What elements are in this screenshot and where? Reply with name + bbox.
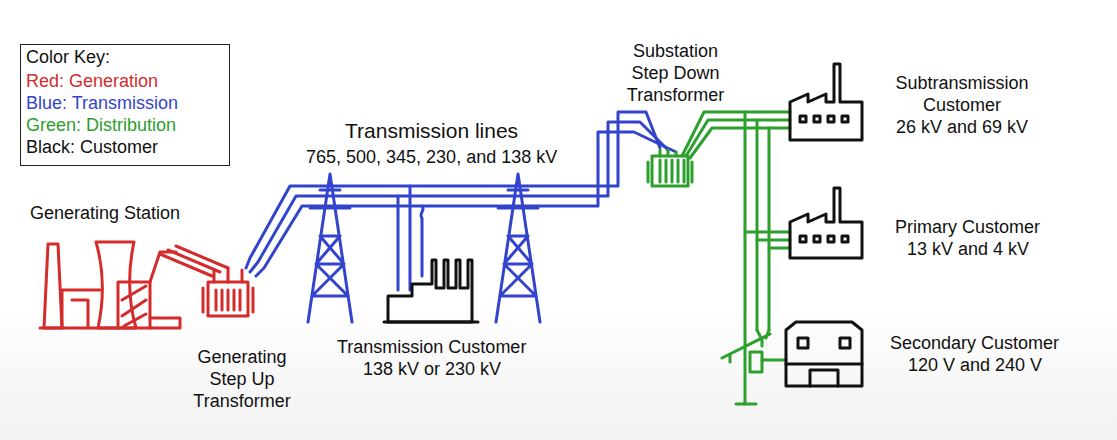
voltage-label: 13 kV and 4 kV bbox=[907, 238, 1029, 260]
legend-text: Red: Generation bbox=[26, 71, 158, 91]
component-label: Generating Station bbox=[30, 202, 180, 224]
primary-factory bbox=[790, 188, 862, 258]
component-label: Generating Step Up Transformer bbox=[182, 346, 302, 412]
legend-swatch-text: Red: Generation bbox=[26, 70, 158, 92]
legend-text: Black: Customer bbox=[26, 137, 158, 157]
legend-swatch-text: Black: Customer bbox=[26, 136, 158, 158]
legend-text: Blue: Transmission bbox=[26, 93, 178, 113]
voltage-label: 138 kV or 230 kV bbox=[363, 358, 501, 380]
step-up-transformer bbox=[203, 268, 253, 316]
legend-swatch-text: Blue: Transmission bbox=[26, 92, 178, 114]
generating-station bbox=[40, 242, 228, 328]
customer-label: Primary Customer bbox=[895, 216, 1040, 238]
legend-heading: Color Key: bbox=[26, 46, 110, 68]
transmission-lines bbox=[246, 112, 676, 322]
distribution-lines bbox=[682, 112, 790, 404]
component-label: Substation Step Down Transformer bbox=[613, 40, 738, 106]
voltage-label: 26 kV and 69 kV bbox=[896, 116, 1028, 138]
transmission-customer-factory bbox=[384, 260, 478, 322]
section-heading: Transmission lines bbox=[345, 120, 518, 142]
subtransmission-factory bbox=[790, 64, 862, 140]
legend-text: Green: Distribution bbox=[26, 115, 176, 135]
customer-label: Transmission Customer bbox=[337, 336, 526, 358]
voltage-label: 120 V and 240 V bbox=[908, 354, 1042, 376]
legend-swatch-text: Green: Distribution bbox=[26, 114, 176, 136]
customer-label: Secondary Customer bbox=[890, 332, 1059, 354]
voltage-list: 765, 500, 345, 230, and 138 kV bbox=[306, 146, 557, 168]
customer-label: Subtransmission Customer bbox=[877, 72, 1047, 116]
secondary-house bbox=[786, 322, 862, 386]
